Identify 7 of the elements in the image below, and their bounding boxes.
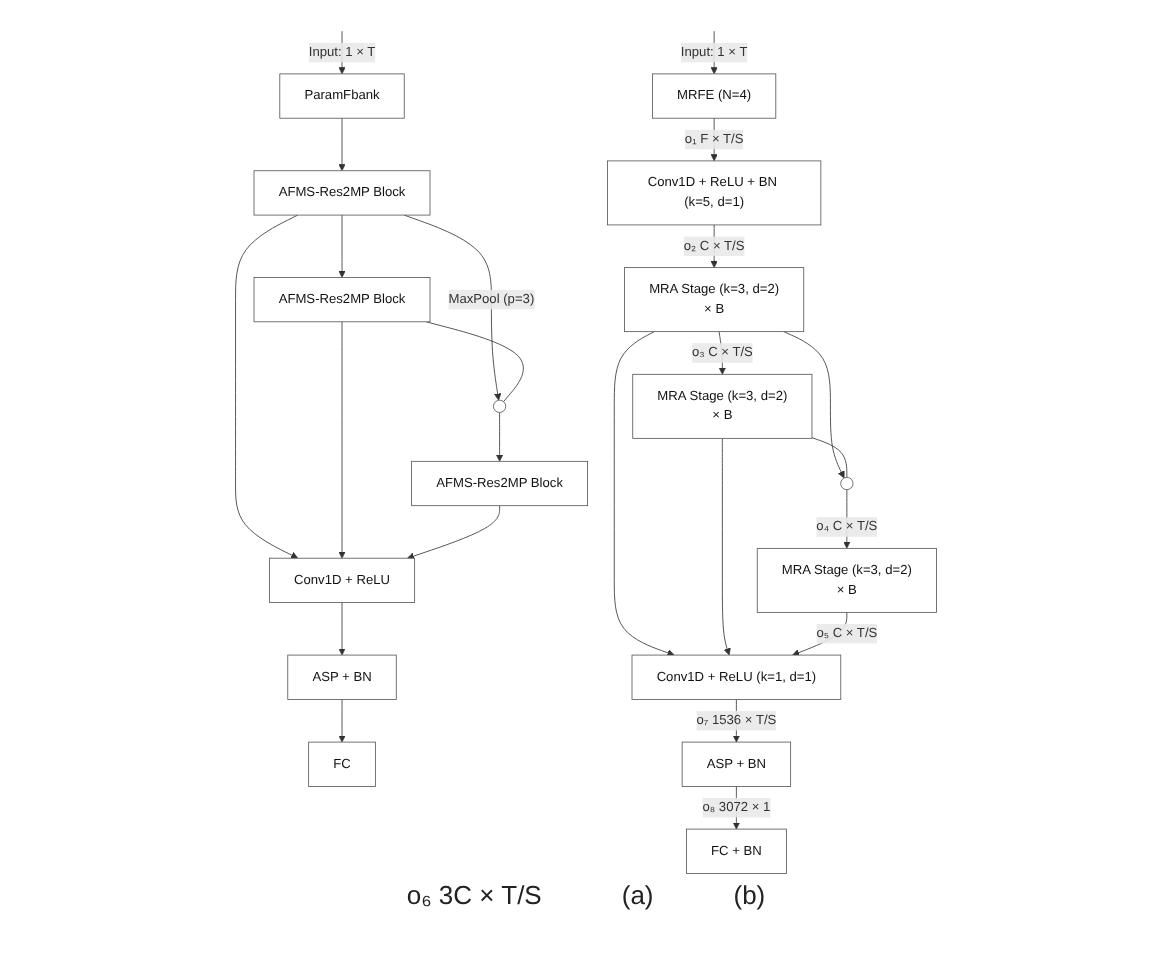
figure-label: (a) — [621, 880, 654, 910]
node-circle — [840, 476, 854, 491]
connector — [425, 321, 524, 403]
figure-label: o₆ 3C × T/S — [406, 880, 542, 910]
node-circle — [493, 399, 507, 413]
connector — [811, 437, 848, 478]
figure-label: (b) — [733, 880, 766, 910]
